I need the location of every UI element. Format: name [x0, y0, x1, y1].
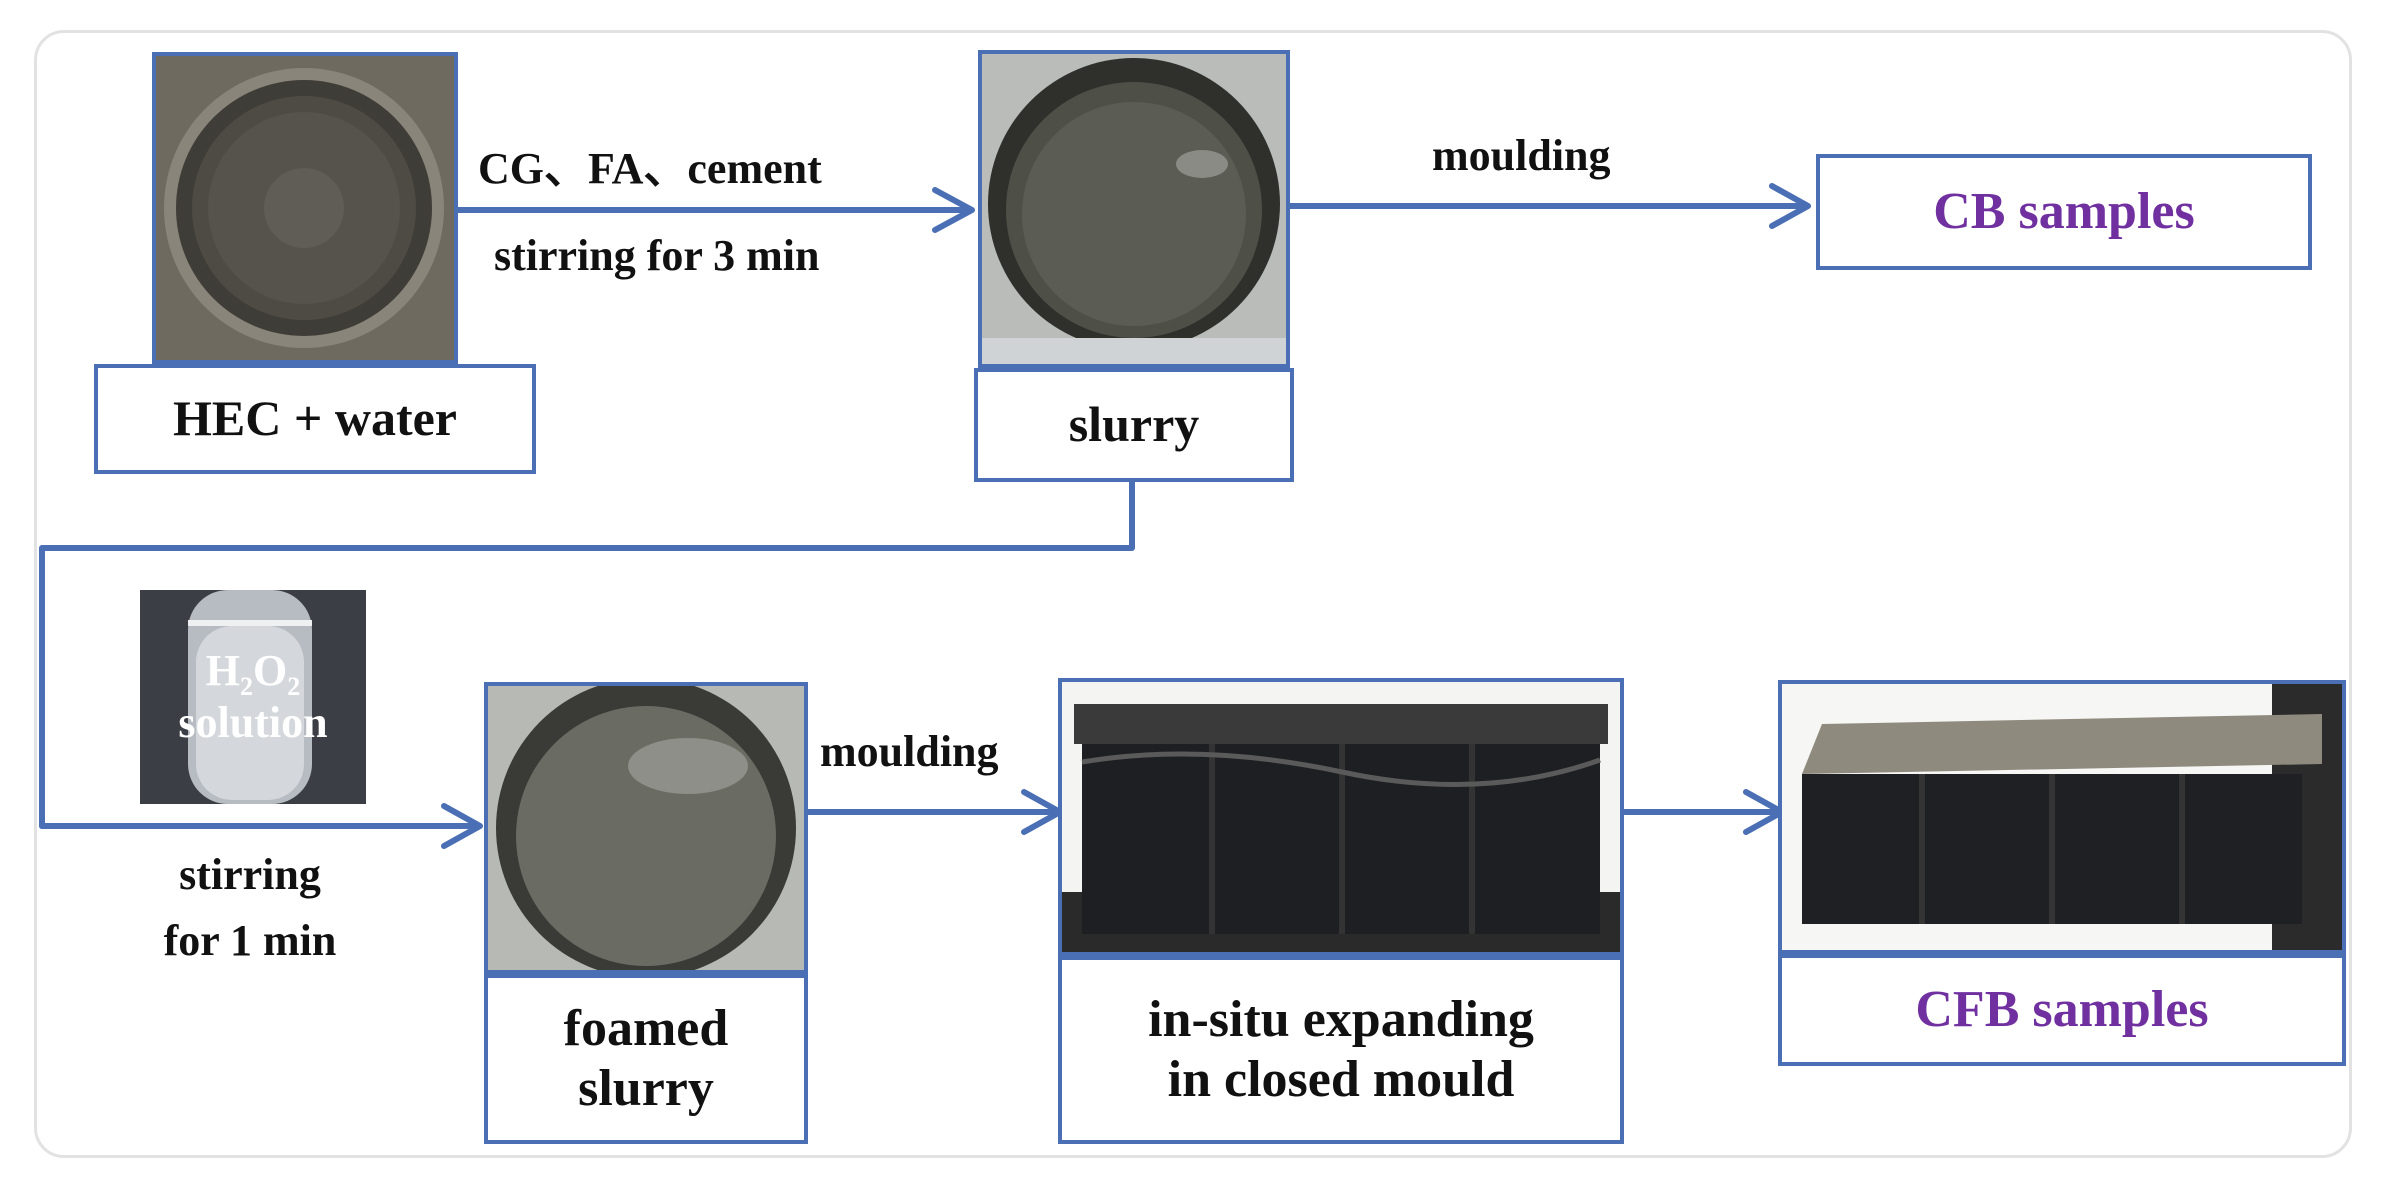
- arrowhead-moulding-top: [1769, 183, 1811, 229]
- moulding-top-label: moulding: [1432, 131, 1611, 180]
- h2o2-h: H: [205, 646, 240, 695]
- arrowhead-mix: [932, 187, 975, 233]
- cb-samples-box: CB samples: [1816, 154, 2312, 270]
- cb-samples-label: CB samples: [1933, 183, 2195, 241]
- hec-water-label-box: HEC + water: [94, 364, 536, 474]
- slurry-label-box: slurry: [974, 368, 1294, 482]
- foamed-slurry-photo: [484, 682, 808, 974]
- moulding-bottom-label: moulding: [820, 727, 999, 776]
- stir-1min-line2: for 1 min: [163, 916, 337, 965]
- additives-label: CG、FA、cement: [478, 144, 822, 193]
- cfb-samples-photo: [1778, 680, 2346, 954]
- foamed-slurry-line1: foamed: [563, 1000, 729, 1058]
- hec-water-photo: [152, 52, 458, 364]
- h2o2-solution-label: solution: [178, 698, 328, 748]
- h2o2-sub2: 2: [287, 671, 301, 701]
- hec-water-label: HEC + water: [173, 390, 457, 447]
- expanding-label-box: in-situ expanding in closed mould: [1058, 956, 1624, 1144]
- h2o2-o: O: [253, 646, 288, 695]
- h2o2-photo: H2O2 solution: [140, 590, 366, 804]
- foamed-slurry-line2: slurry: [578, 1060, 714, 1117]
- closed-mould-photo: [1058, 678, 1624, 956]
- expanding-line1: in-situ expanding: [1148, 991, 1534, 1049]
- cfb-samples-label: CFB samples: [1915, 981, 2209, 1039]
- stir-1min-line1: stirring: [179, 850, 321, 899]
- stir-3min-label: stirring for 3 min: [494, 231, 820, 280]
- h2o2-sub1: 2: [240, 671, 253, 701]
- slurry-photo: [978, 50, 1290, 368]
- foamed-slurry-label-box: foamed slurry: [484, 974, 808, 1144]
- connector-to-foaming: [39, 479, 1135, 829]
- arrowhead-foaming: [441, 803, 483, 849]
- slurry-label: slurry: [1068, 396, 1200, 453]
- cfb-samples-box: CFB samples: [1778, 954, 2346, 1066]
- expanding-line2: in closed mould: [1167, 1051, 1515, 1108]
- h2o2-formula: H2O2: [140, 646, 366, 701]
- stir-1min-label: stirring for 1 min: [120, 842, 380, 974]
